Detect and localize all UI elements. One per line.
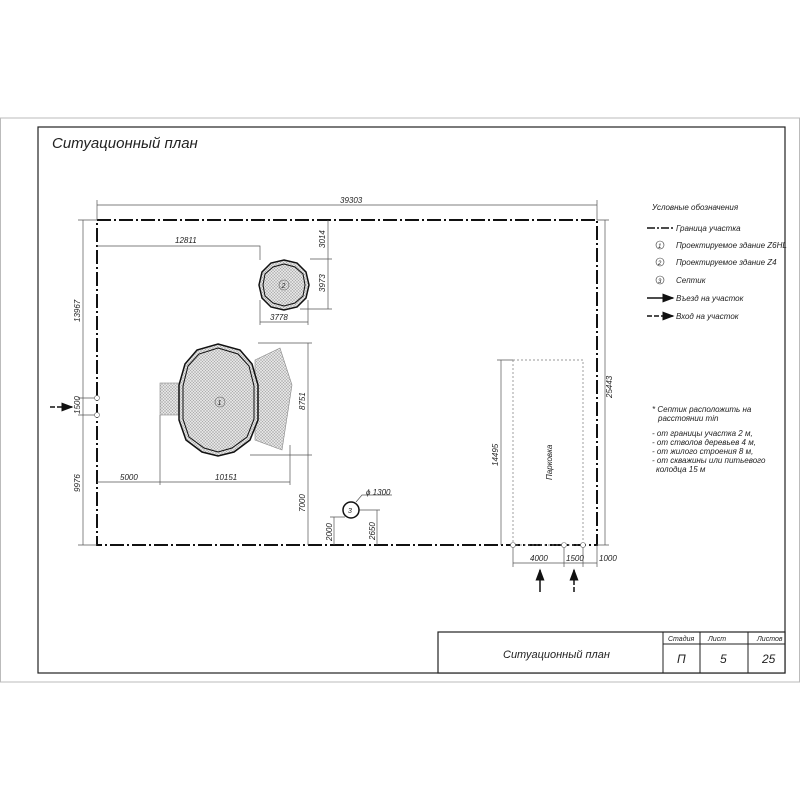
- plot-boundary: [96, 219, 598, 546]
- note-line: * Септик расположить на: [652, 405, 752, 414]
- legend-item-septic: Септик: [676, 276, 707, 285]
- dim-gate: 1500: [73, 396, 82, 414]
- dim-septic-diameter: ϕ 1300: [366, 488, 391, 497]
- legend-symbol-3: 3: [658, 279, 662, 285]
- note-line: - от жилого строения 8 м,: [652, 447, 753, 456]
- dimension-lines: [78, 200, 609, 567]
- dim-b2-offset-x: 12811: [175, 236, 197, 245]
- dim-septic-y: 2000: [325, 523, 334, 542]
- note-line: - от стволов деревьев 4 м,: [652, 438, 756, 447]
- title-block: Ситуационный план Стадия Лист Листов П 5…: [437, 631, 786, 674]
- building-1-label: 1: [218, 400, 222, 407]
- sheet-label: Лист: [707, 636, 726, 643]
- dim-parking-height: 14495: [491, 443, 500, 466]
- sheets-value: 25: [761, 652, 776, 666]
- legend-item-building-1: Проектируемое здание Z6HL: [676, 241, 787, 250]
- building-2: 2: [258, 259, 310, 311]
- septic: 3: [342, 501, 360, 519]
- legend-item-vehicle-entry: Въезд на участок: [676, 294, 745, 303]
- dim-b1-height: 8751: [298, 392, 307, 410]
- legend-symbol-2: 2: [657, 261, 662, 267]
- septic-label: 3: [348, 508, 352, 515]
- legend-item-pedestrian-entry: Вход на участок: [676, 312, 740, 321]
- legend-item-building-2: Проектируемое здание Z4: [676, 258, 777, 267]
- title-block-name: Ситуационный план: [503, 649, 610, 661]
- dim-b1-width: 10151: [215, 473, 237, 482]
- legend-item-boundary: Граница участка: [676, 224, 741, 233]
- dim-total-height: 25443: [605, 375, 614, 399]
- dim-right-offset: 1000: [599, 554, 617, 563]
- legend: Условные обозначения Граница участка 1 П…: [647, 203, 787, 321]
- dim-b1-to-bottom: 7000: [298, 494, 307, 512]
- dim-parking-width: 4000: [530, 554, 548, 563]
- building-1: 1: [159, 343, 293, 457]
- dim-total-width: 39303: [340, 196, 363, 205]
- building-2-label: 2: [281, 283, 286, 290]
- dim-septic-x: 2650: [368, 522, 377, 541]
- stage-value: П: [677, 652, 686, 666]
- sheets-label: Листов: [756, 636, 783, 643]
- dim-entry-width: 1500: [566, 554, 584, 563]
- note-line: колодца 15 м: [656, 465, 706, 474]
- note-line: - от границы участка 2 м,: [652, 429, 753, 438]
- legend-symbol-1: 1: [658, 244, 661, 250]
- dim-b2-height: 3973: [318, 274, 327, 292]
- dim-b2-width: 3778: [270, 313, 288, 322]
- legend-heading: Условные обозначения: [651, 203, 739, 212]
- note-line: расстоянии min: [657, 414, 719, 423]
- dim-left-upper: 13967: [73, 299, 82, 322]
- dim-left-lower: 9976: [73, 474, 82, 492]
- drawing-frame: [37, 126, 786, 674]
- stage-label: Стадия: [668, 635, 694, 643]
- parking-label: Парковка: [545, 444, 554, 480]
- drawing-title: Ситуационный план: [52, 135, 198, 152]
- note-line: - от скважины или питьевого: [652, 456, 766, 465]
- sheet-value: 5: [720, 652, 727, 666]
- septic-notes: * Септик расположить на расстоянии min -…: [652, 405, 766, 474]
- dim-b1-offset-x: 5000: [120, 473, 138, 482]
- dim-b2-offset-y: 3014: [318, 230, 327, 248]
- parking-area: [512, 359, 584, 546]
